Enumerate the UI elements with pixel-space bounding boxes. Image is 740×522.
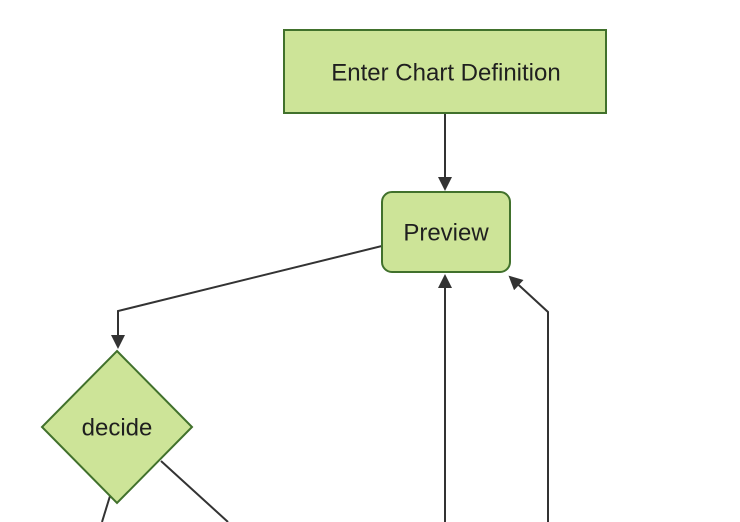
node-enter-chart-definition: Enter Chart Definition bbox=[283, 29, 607, 114]
preview-box bbox=[381, 191, 511, 273]
enter-chart-definition-box bbox=[283, 29, 607, 114]
node-decide: decide bbox=[40, 349, 194, 505]
edge-decide-to-offscreen-bottom-right bbox=[160, 460, 229, 522]
node-preview: Preview bbox=[381, 191, 511, 273]
edge-decide-to-offscreen-bottom-left bbox=[101, 495, 111, 522]
edge-bottom-right-to-preview bbox=[508, 275, 549, 522]
decide-label: decide bbox=[82, 415, 153, 442]
preview-label: Preview bbox=[403, 220, 489, 247]
enter-chart-definition-label: Enter Chart Definition bbox=[331, 60, 560, 87]
decide-diamond bbox=[40, 349, 194, 505]
edge-preview-to-decide bbox=[111, 245, 383, 349]
